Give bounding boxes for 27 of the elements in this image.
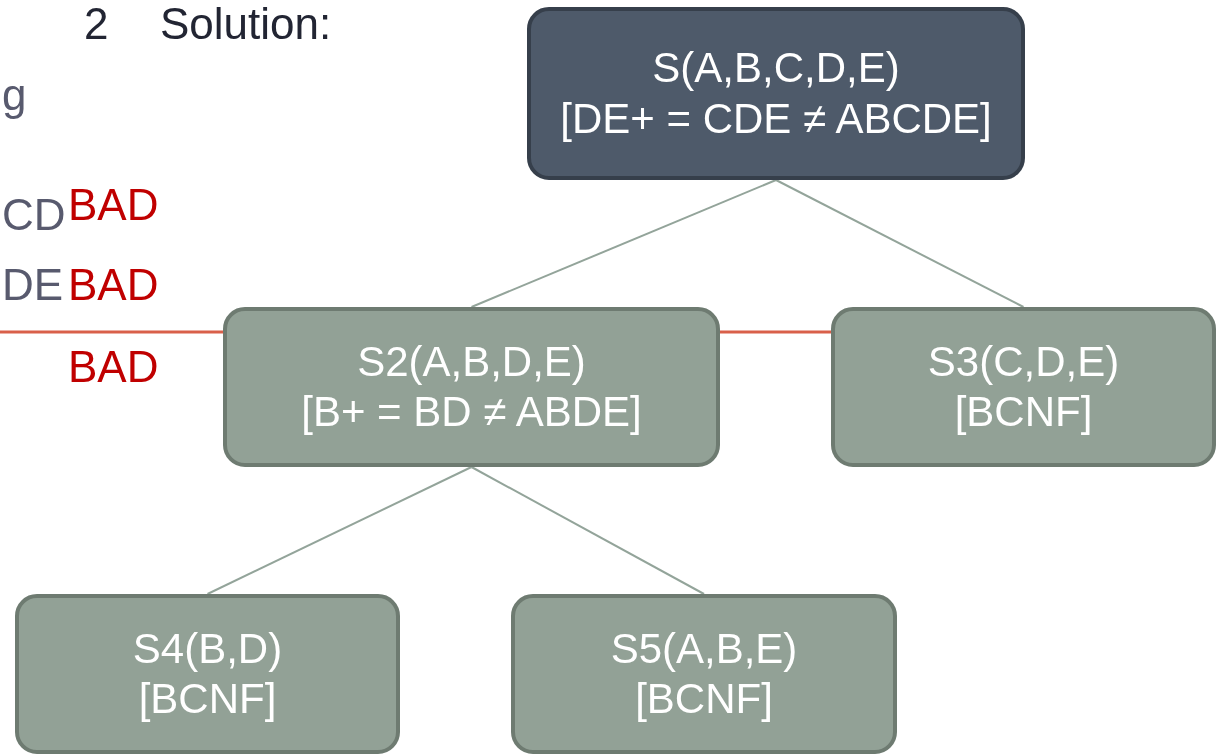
relation-schema: S2(A,B,D,E) [357, 336, 586, 387]
bcnf-status: [BCNF] [635, 674, 773, 724]
text-fragment: g [2, 73, 27, 117]
bcnf-status: [B+ = BD ≠ ABDE] [301, 387, 642, 437]
relation-box [511, 594, 897, 754]
connector-line [206, 466, 473, 595]
connector-line [470, 179, 777, 308]
relation-schema: S4(B,D) [132, 623, 283, 674]
relation-schema: S(A,B,C,D,E) [652, 43, 900, 94]
connector-line [470, 466, 705, 595]
bcnf-status: [BCNF] [954, 387, 1093, 437]
step-number: 2 [84, 2, 109, 46]
bcnf-status: [DE+ = CDE ≠ ABCDE] [560, 93, 992, 144]
relation-box [223, 307, 720, 467]
relation-box [831, 307, 1216, 467]
relation-box [15, 594, 400, 754]
connector-line [775, 179, 1025, 308]
status-label: BAD [68, 345, 159, 389]
heading-text: Solution: [160, 2, 332, 46]
relation-schema: S5(A,B,E) [610, 623, 798, 674]
root-relation-box [527, 7, 1025, 180]
bcnf-status: [BCNF] [138, 674, 277, 724]
text-fragment: DE [2, 263, 64, 307]
text-fragment: CD [2, 193, 66, 237]
status-label: BAD [68, 183, 159, 227]
relation-schema: S3(C,D,E) [927, 336, 1120, 387]
status-label: BAD [68, 263, 159, 307]
